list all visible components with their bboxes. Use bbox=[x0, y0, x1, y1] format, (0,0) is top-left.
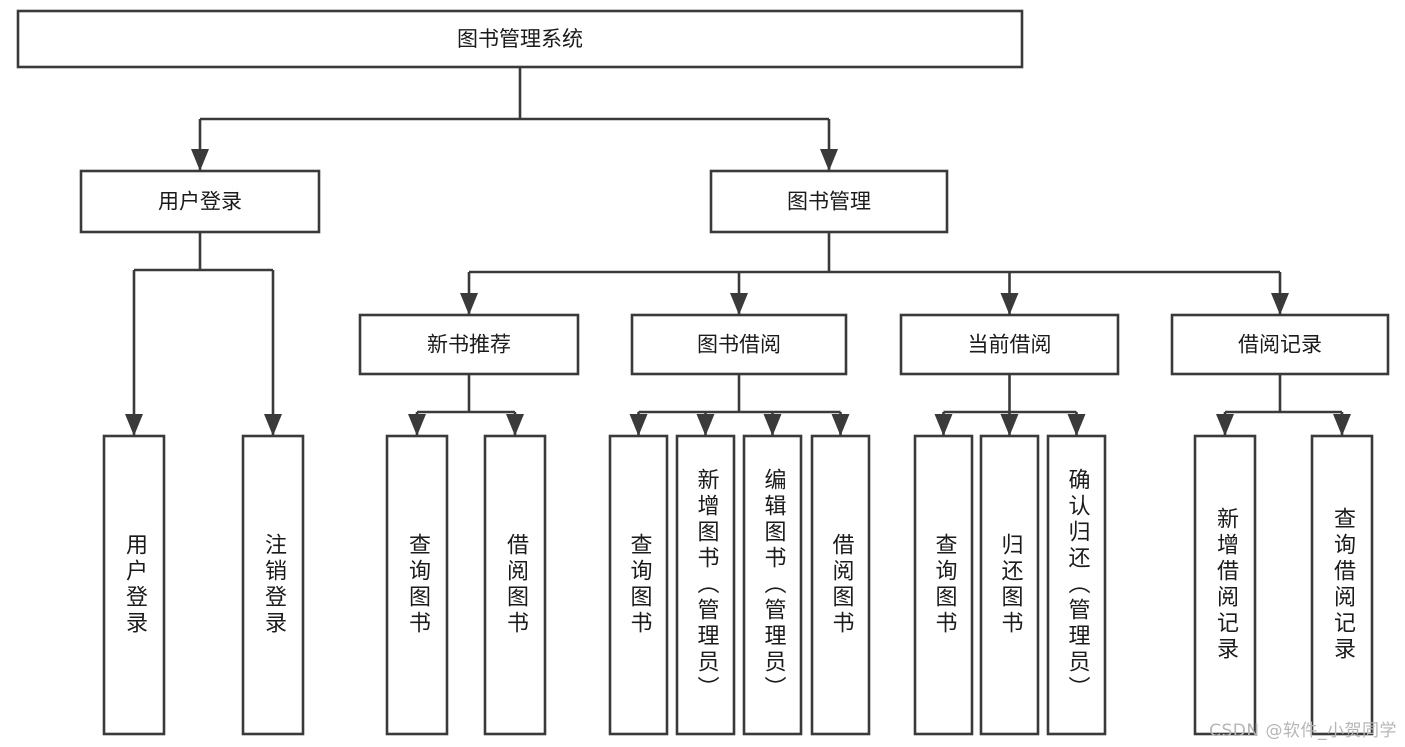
book-borrow-to-leaves-arrow-2 bbox=[763, 414, 782, 436]
node-rect[interactable] bbox=[742, 434, 803, 736]
node-leaf-leaf-borrow-book-rec[interactable] bbox=[483, 434, 547, 736]
current-borrow-to-leaves-arrow-1 bbox=[1000, 414, 1019, 436]
node-rect[interactable] bbox=[358, 313, 580, 376]
borrow-record-to-leaves-arrow-1 bbox=[1333, 414, 1351, 436]
node-leaf-leaf-return-book[interactable] bbox=[979, 434, 1040, 736]
node-root-root[interactable]: 图书管理系统 bbox=[16, 9, 1024, 69]
node-rect[interactable] bbox=[913, 434, 974, 736]
current-borrow-to-leaves-arrow-0 bbox=[934, 414, 953, 436]
node-rect[interactable] bbox=[1046, 434, 1107, 736]
book-borrow-to-leaves-arrow-0 bbox=[629, 414, 648, 436]
node-label: 用户登录 bbox=[158, 190, 242, 214]
node-leaf-leaf-query-book-rec[interactable] bbox=[385, 434, 449, 736]
node-rect[interactable] bbox=[385, 434, 449, 736]
node-label: 图书管理系统 bbox=[457, 27, 583, 51]
book-borrow-to-leaves-arrow-3 bbox=[831, 414, 850, 436]
node-rect[interactable] bbox=[810, 434, 871, 736]
node-rect[interactable] bbox=[1193, 434, 1257, 736]
node-rect[interactable] bbox=[608, 434, 669, 736]
node-label: 新书推荐 bbox=[427, 333, 511, 357]
root-to-level2-arrow-0 bbox=[191, 149, 209, 171]
bookmanage-to-level3-arrow-2 bbox=[1000, 293, 1019, 315]
node-leaf-leaf-user-login[interactable] bbox=[102, 434, 166, 736]
root-to-level2-arrow-1 bbox=[820, 149, 838, 171]
new-book-rec-to-leaves-arrow-0 bbox=[408, 414, 426, 436]
node-rect[interactable] bbox=[979, 434, 1040, 736]
node-rect[interactable] bbox=[79, 169, 321, 234]
node-label: 借阅记录 bbox=[1238, 333, 1322, 357]
node-leaf-leaf-add-record[interactable] bbox=[1193, 434, 1257, 736]
bookmanage-to-level3-arrow-3 bbox=[1271, 293, 1289, 315]
bookmanage-to-level3-arrow-1 bbox=[730, 293, 748, 315]
user-login-to-leaves-arrow-0 bbox=[125, 414, 143, 436]
node-rect[interactable] bbox=[709, 169, 949, 234]
bookmanage-to-level3-arrow-0 bbox=[460, 293, 478, 315]
node-leaf-leaf-query-book-borrow[interactable] bbox=[608, 434, 669, 736]
current-borrow-to-leaves-arrow-2 bbox=[1067, 414, 1086, 436]
new-book-rec-to-leaves-arrow-1 bbox=[506, 414, 524, 436]
node-rect[interactable] bbox=[16, 9, 1024, 69]
node-label: 当前借阅 bbox=[968, 333, 1052, 357]
node-level2-book-manage[interactable]: 图书管理 bbox=[709, 169, 949, 234]
node-level3-current-borrow[interactable]: 当前借阅 bbox=[899, 313, 1120, 376]
node-rect[interactable] bbox=[630, 313, 848, 376]
user-login-to-leaves-arrow-1 bbox=[264, 414, 282, 436]
watermark-text: CSDN @软件_小贺同学 bbox=[1209, 721, 1397, 741]
node-rect[interactable] bbox=[102, 434, 166, 736]
book-borrow-to-leaves-arrow-1 bbox=[696, 414, 715, 436]
node-leaf-leaf-edit-book[interactable] bbox=[742, 434, 803, 736]
node-rect[interactable] bbox=[241, 434, 305, 736]
node-leaf-leaf-query-book-cur[interactable] bbox=[913, 434, 974, 736]
node-leaf-leaf-add-book[interactable] bbox=[675, 434, 736, 736]
node-level3-borrow-record[interactable]: 借阅记录 bbox=[1170, 313, 1390, 376]
node-leaf-leaf-confirm-return[interactable] bbox=[1046, 434, 1107, 736]
node-label: 图书借阅 bbox=[697, 333, 781, 357]
borrow-record-to-leaves-arrow-0 bbox=[1216, 414, 1234, 436]
node-rect[interactable] bbox=[675, 434, 736, 736]
node-level3-book-borrow[interactable]: 图书借阅 bbox=[630, 313, 848, 376]
node-rect[interactable] bbox=[483, 434, 547, 736]
node-leaf-leaf-user-logout[interactable] bbox=[241, 434, 305, 736]
node-leaf-leaf-query-record[interactable] bbox=[1310, 434, 1374, 736]
node-level3-new-book-rec[interactable]: 新书推荐 bbox=[358, 313, 580, 376]
node-rect[interactable] bbox=[1310, 434, 1374, 736]
node-label: 图书管理 bbox=[787, 190, 871, 214]
node-level2-user-login[interactable]: 用户登录 bbox=[79, 169, 321, 234]
node-rect[interactable] bbox=[899, 313, 1120, 376]
node-rect[interactable] bbox=[1170, 313, 1390, 376]
node-leaf-leaf-borrow-book[interactable] bbox=[810, 434, 871, 736]
